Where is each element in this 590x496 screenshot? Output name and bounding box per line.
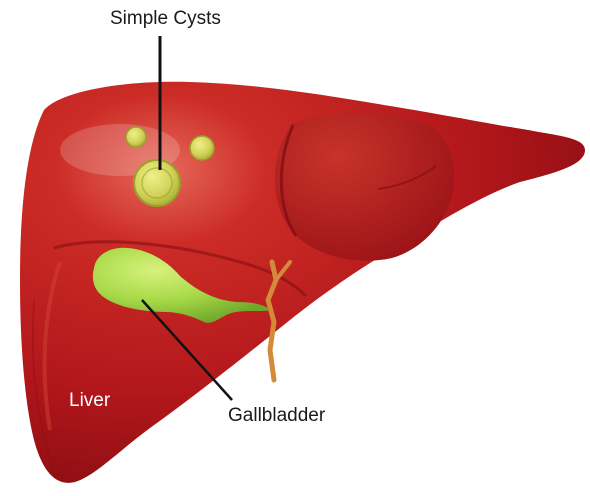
liver-label: Liver	[69, 391, 110, 410]
simple-cysts-label: Simple Cysts	[110, 9, 221, 28]
cyst-small-right	[190, 136, 214, 160]
cyst-large	[134, 160, 180, 206]
gallbladder-label: Gallbladder	[228, 406, 325, 425]
cyst-small-left	[126, 127, 146, 147]
liver-lobe	[275, 113, 454, 261]
